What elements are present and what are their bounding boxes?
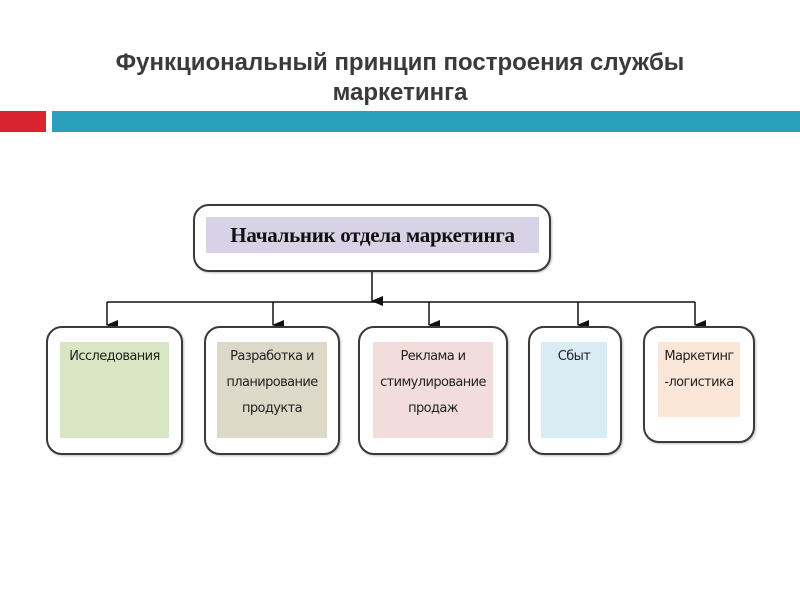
slide-title-line-2: маркетинга (332, 79, 468, 106)
root-node-label: Начальник отдела маркетинга (206, 217, 539, 253)
node-label-line: продаж (408, 401, 458, 416)
slide-title-line-1: Функциональный принцип построения службы (115, 49, 685, 76)
child-node-product-development-label: Разработка и планирование продукта (217, 342, 327, 438)
node-label-line: продукта (242, 401, 303, 416)
node-label-line: Исследования (69, 349, 160, 364)
node-label-line: Маркетинг (664, 349, 734, 364)
child-node-research-label: Исследования (60, 342, 169, 438)
node-label-line: Сбыт (557, 349, 591, 364)
child-node-logistics-label: Маркетинг -логистика (658, 342, 740, 417)
child-node-sales-label: Сбыт (541, 342, 607, 438)
accent-bar-blue (52, 111, 800, 132)
node-label-line: -логистика (664, 375, 734, 390)
child-node-advertising-label: Реклама и стимулирование продаж (373, 342, 493, 438)
node-label-line: стимулирование (380, 375, 486, 390)
node-label-line: Реклама и (400, 349, 467, 364)
node-label-line: Разработка и (230, 349, 314, 364)
node-label-line: планирование (226, 375, 318, 390)
slide-title: Функциональный принцип построения службы… (0, 48, 800, 108)
accent-bar-red (0, 111, 46, 132)
